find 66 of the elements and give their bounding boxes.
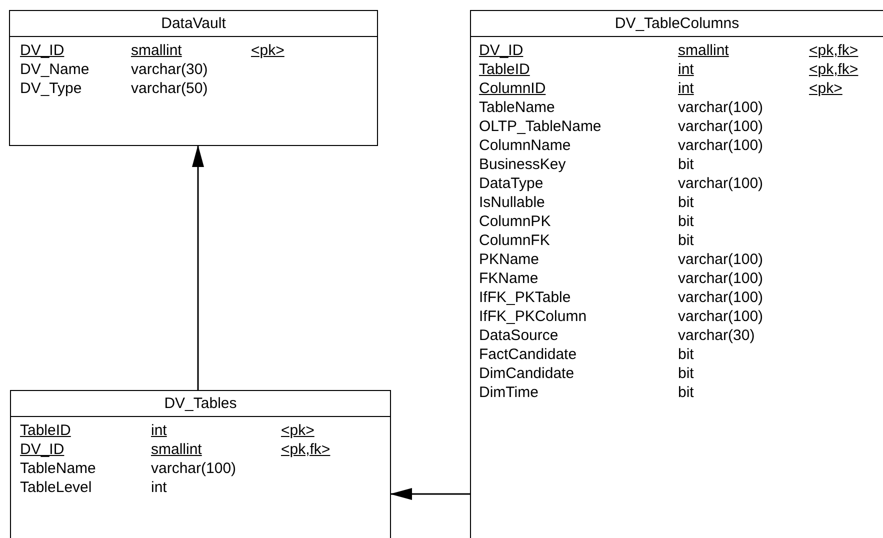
column-name: PKName <box>479 251 540 268</box>
entity-table <box>470 10 883 538</box>
column-name: ColumnName <box>479 137 571 154</box>
data-type: smallint <box>678 42 729 59</box>
data-type: smallint <box>131 42 182 59</box>
data-type: varchar(50) <box>131 80 208 97</box>
data-type: varchar(100) <box>678 118 764 135</box>
data-type: int <box>151 422 167 439</box>
data-type: bit <box>678 213 694 230</box>
column-name: TableID <box>479 61 530 78</box>
column-name: DV_ID <box>479 42 524 59</box>
entity-table <box>10 390 391 538</box>
column-name: DimCandidate <box>479 365 574 382</box>
key-marker: <pk> <box>281 422 314 439</box>
data-type: varchar(100) <box>678 308 764 325</box>
column-name: DV_Type <box>20 80 82 97</box>
data-type: varchar(100) <box>678 251 764 268</box>
arrow <box>390 488 470 500</box>
data-type: bit <box>678 156 694 173</box>
data-type: int <box>151 479 167 496</box>
column-name: DataSource <box>479 327 558 344</box>
data-type: varchar(30) <box>131 61 208 78</box>
data-type: int <box>678 61 694 78</box>
data-type: bit <box>678 194 694 211</box>
data-type: varchar(100) <box>678 270 764 287</box>
column-name: FKName <box>479 270 538 287</box>
table-title: DataVault <box>10 11 377 37</box>
column-name: ColumnPK <box>479 213 551 230</box>
data-type: int <box>678 80 694 97</box>
column-name: IfFK_PKColumn <box>479 308 587 325</box>
data-type: bit <box>678 384 694 401</box>
key-marker: <pk> <box>809 80 842 97</box>
column-name: DV_ID <box>20 441 64 458</box>
data-type: varchar(100) <box>151 460 236 477</box>
data-type: varchar(30) <box>678 327 755 344</box>
key-marker: <pk,fk> <box>809 42 858 59</box>
column-name: DV_ID <box>20 42 64 59</box>
data-type: varchar(100) <box>678 289 764 306</box>
data-type: varchar(100) <box>678 137 764 154</box>
data-type: bit <box>678 365 694 382</box>
column-name: FactCandidate <box>479 346 577 363</box>
column-name: TableLevel <box>20 479 92 496</box>
column-name: OLTP_TableName <box>479 118 602 135</box>
column-name: ColumnID <box>479 80 546 97</box>
data-type: bit <box>678 232 694 249</box>
data-type: varchar(100) <box>678 99 764 116</box>
column-name: DV_Name <box>20 61 90 78</box>
key-marker: <pk,fk> <box>281 441 330 458</box>
column-name: TableID <box>20 422 71 439</box>
column-name: DataType <box>479 175 544 192</box>
data-type: bit <box>678 346 694 363</box>
table-title: DV_TableColumns <box>471 11 883 37</box>
column-name: ColumnFK <box>479 232 550 249</box>
entity-table <box>9 10 378 146</box>
column-name: DimTime <box>479 384 538 401</box>
arrow <box>192 145 204 390</box>
column-name: TableName <box>479 99 555 116</box>
key-marker: <pk,fk> <box>809 61 858 78</box>
data-type: varchar(100) <box>678 175 764 192</box>
column-name: BusinessKey <box>479 156 566 173</box>
data-type: smallint <box>151 441 202 458</box>
table-title: DV_Tables <box>11 391 390 417</box>
column-name: IsNullable <box>479 194 545 211</box>
column-name: TableName <box>20 460 96 477</box>
key-marker: <pk> <box>251 42 284 59</box>
column-name: IfFK_PKTable <box>479 289 571 306</box>
